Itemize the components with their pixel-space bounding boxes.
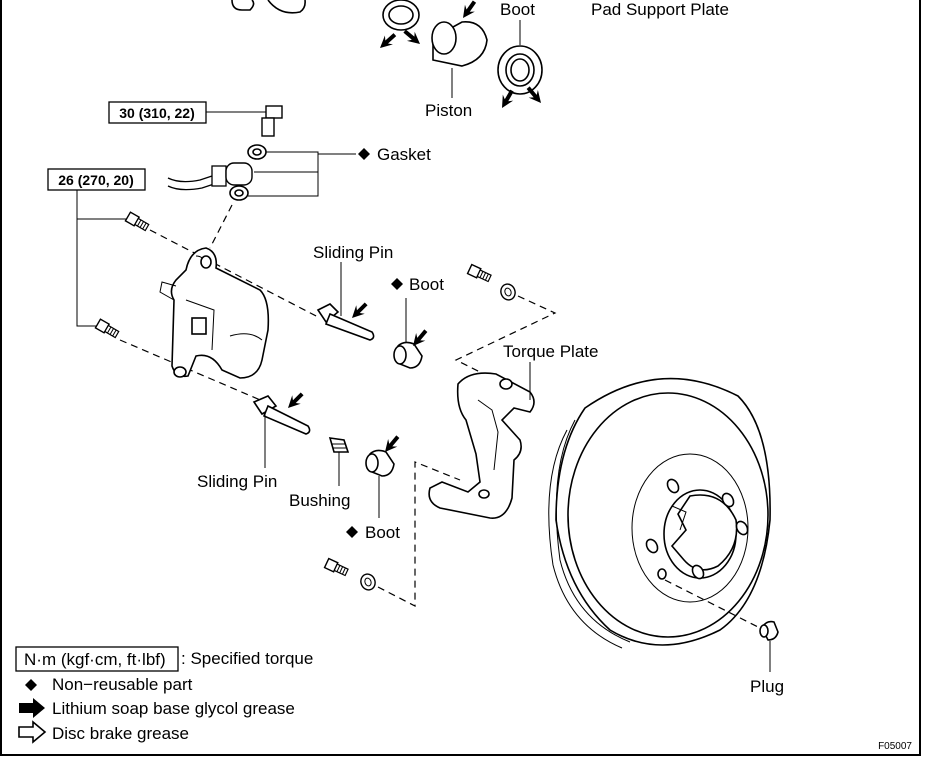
hose-fitting bbox=[167, 162, 253, 191]
legend-disc-brake-grease: Disc brake grease bbox=[52, 724, 189, 743]
boot-mid bbox=[393, 341, 423, 369]
outer-border bbox=[0, 0, 921, 756]
dashed-line bbox=[377, 461, 461, 607]
caliper-body bbox=[159, 247, 270, 379]
svg-text:30 (310, 22): 30 (310, 22) bbox=[119, 105, 195, 121]
label-boot-top: Boot bbox=[500, 0, 535, 19]
svg-text:26 (270, 20): 26 (270, 20) bbox=[58, 172, 134, 188]
label-sliding-pin-lower: Sliding Pin bbox=[197, 472, 277, 491]
dashed-line bbox=[664, 579, 761, 629]
washer-upper bbox=[497, 281, 519, 303]
partial-part-top-left bbox=[231, 0, 306, 14]
legend: N·m (kgf·cm, ft·lbf) : Specified torque … bbox=[15, 646, 313, 744]
dashed-line bbox=[119, 339, 266, 403]
boot-lower bbox=[365, 449, 395, 477]
legend-torque-unit: N·m (kgf·cm, ft·lbf) bbox=[24, 650, 166, 669]
grease-arrow-icon bbox=[458, 0, 480, 22]
torque-plate-bolt-lower bbox=[323, 557, 350, 578]
torque-box-mounting-bolt: 26 (270, 20) bbox=[47, 168, 146, 191]
leader-line bbox=[248, 151, 319, 197]
dashed-line bbox=[149, 229, 321, 319]
washer-lower bbox=[357, 571, 379, 593]
label-bushing: Bushing bbox=[289, 491, 350, 510]
piston bbox=[431, 21, 488, 67]
union-bolt bbox=[261, 105, 283, 137]
diamond-icon bbox=[346, 526, 358, 538]
brake-disc bbox=[548, 377, 771, 649]
diamond-icon bbox=[391, 278, 403, 290]
grease-arrow-icon bbox=[347, 299, 371, 323]
leader-line bbox=[76, 190, 98, 327]
label-pad-support-plate: Pad Support Plate bbox=[591, 0, 729, 19]
legend-non-reusable: Non−reusable part bbox=[52, 675, 193, 694]
grease-arrow-icon bbox=[375, 30, 399, 53]
diamond-icon bbox=[25, 679, 37, 691]
torque-plate-bolt-upper bbox=[466, 263, 493, 284]
cylinder-boot bbox=[497, 45, 543, 95]
label-sliding-pin-upper: Sliding Pin bbox=[313, 243, 393, 262]
grease-arrow-icon bbox=[283, 389, 307, 413]
gasket-upper bbox=[247, 144, 267, 160]
caliper-bolt-lower bbox=[94, 318, 121, 340]
sliding-pin-upper bbox=[316, 303, 375, 341]
caliper-bolt-upper bbox=[124, 211, 151, 233]
outline-arrow-icon bbox=[18, 720, 47, 744]
label-torque-plate: Torque Plate bbox=[503, 342, 598, 361]
legend-torque-desc: : Specified torque bbox=[181, 649, 313, 668]
piston-seal bbox=[382, 0, 420, 31]
diamond-icon bbox=[358, 148, 370, 160]
dashed-line bbox=[454, 295, 557, 383]
torque-box-union-bolt: 30 (310, 22) bbox=[108, 101, 207, 124]
plug bbox=[759, 620, 779, 641]
bushing bbox=[328, 437, 350, 453]
label-gasket: Gasket bbox=[377, 145, 431, 164]
figure-code: F05007 bbox=[878, 741, 912, 752]
gasket-lower bbox=[229, 185, 249, 201]
dashed-line bbox=[209, 204, 233, 249]
torque-plate bbox=[428, 372, 535, 519]
sliding-pin-lower bbox=[252, 395, 311, 435]
legend-lithium-grease: Lithium soap base glycol grease bbox=[52, 699, 295, 718]
label-plug: Plug bbox=[750, 677, 784, 696]
solid-arrow-icon bbox=[19, 698, 45, 718]
label-boot-mid: Boot bbox=[409, 275, 444, 294]
label-piston: Piston bbox=[425, 101, 472, 120]
legend-torque: N·m (kgf·cm, ft·lbf) : Specified torque bbox=[15, 646, 313, 672]
label-boot-lower: Boot bbox=[365, 523, 400, 542]
